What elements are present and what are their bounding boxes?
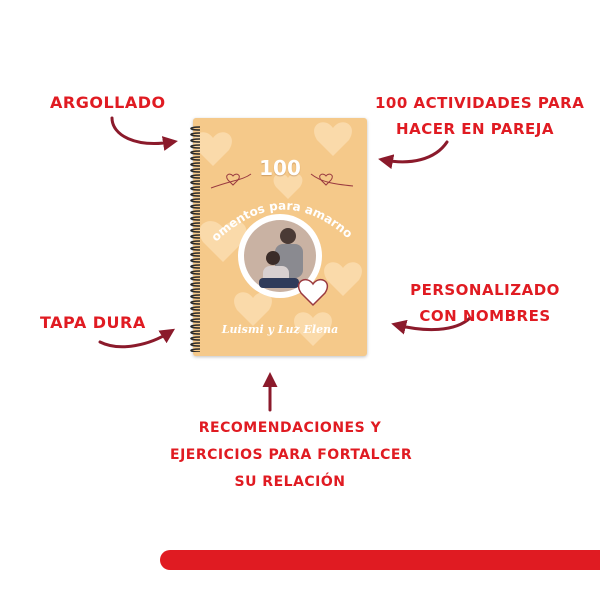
callout-personalizado: PERSONALIZADO CON NOMBRES (410, 277, 560, 329)
spiral-ring (190, 306, 201, 311)
spiral-ring (190, 252, 201, 257)
bottom-accent-bar (160, 550, 600, 570)
spiral-ring (190, 258, 201, 263)
spiral-ring (190, 264, 201, 269)
background-hearts-icon (194, 122, 362, 346)
spiral-ring (190, 210, 201, 215)
spiral-ring (190, 174, 201, 179)
callout-actividades: 100 ACTIVIDADES PARA HACER EN PAREJA (375, 90, 585, 142)
spiral-ring (190, 348, 201, 352)
arrow-tapa-dura (98, 328, 176, 349)
callout-argollado: ARGOLLADO (50, 90, 166, 116)
spiral-ring (190, 150, 201, 155)
spiral-ring (190, 282, 201, 287)
spiral-ring (190, 342, 201, 347)
spiral-ring (190, 300, 201, 305)
spiral-ring (190, 240, 201, 245)
spiral-ring (190, 198, 201, 203)
spiral-ring (190, 144, 201, 149)
spiral-ring (190, 222, 201, 227)
spiral-ring (190, 228, 201, 233)
actividades-line-1: 100 ACTIVIDADES PARA (375, 94, 585, 112)
arrow-argollado (110, 116, 178, 151)
spiral-ring (190, 186, 201, 191)
spiral-binding-icon (190, 126, 201, 352)
spiral-ring (190, 126, 201, 131)
spiral-ring (190, 312, 201, 317)
recomendaciones-line-1: RECOMENDACIONES Y (198, 420, 382, 436)
spiral-ring (190, 246, 201, 251)
spiral-ring (190, 216, 201, 221)
spiral-ring (190, 330, 201, 335)
cover-artwork: momentos para amarnos (193, 118, 362, 346)
spiral-ring (190, 168, 201, 173)
spiral-ring (190, 138, 201, 143)
spiral-ring (190, 288, 201, 293)
cover-names: Luismi y Luz Elena (221, 323, 339, 336)
spiral-ring (190, 270, 201, 275)
personalizado-line-1: PERSONALIZADO (410, 281, 560, 299)
notebook-cover: momentos para amarnos 100 Luismi y Luz E… (193, 118, 367, 356)
arrow-personalizado (391, 316, 472, 335)
spiral-ring (190, 234, 201, 239)
callout-tapa-dura: TAPA DURA (40, 310, 146, 336)
spiral-ring (190, 318, 201, 323)
spiral-ring (190, 204, 201, 209)
recomendaciones-line-3: SU RELACIÓN (234, 474, 346, 490)
cover-number: 100 (259, 156, 301, 180)
spiral-ring (190, 294, 201, 299)
spiral-ring (190, 156, 201, 161)
arrow-actividades (378, 140, 449, 170)
spiral-ring (190, 132, 201, 137)
spiral-ring (190, 324, 201, 329)
argollado-label: ARGOLLADO (50, 93, 166, 112)
recomendaciones-line-2: EJERCICIOS PARA FORTALCER (170, 447, 413, 463)
personalizado-line-2: CON NOMBRES (419, 307, 551, 325)
spiral-ring (190, 162, 201, 167)
callout-recomendaciones: RECOMENDACIONES Y EJERCICIOS PARA FORTAL… (170, 415, 413, 496)
spiral-ring (190, 180, 201, 185)
spiral-ring (190, 276, 201, 281)
actividades-line-2: HACER EN PAREJA (396, 120, 554, 138)
spiral-ring (190, 336, 201, 341)
spiral-ring (190, 192, 201, 197)
tapa-dura-label: TAPA DURA (40, 313, 146, 332)
